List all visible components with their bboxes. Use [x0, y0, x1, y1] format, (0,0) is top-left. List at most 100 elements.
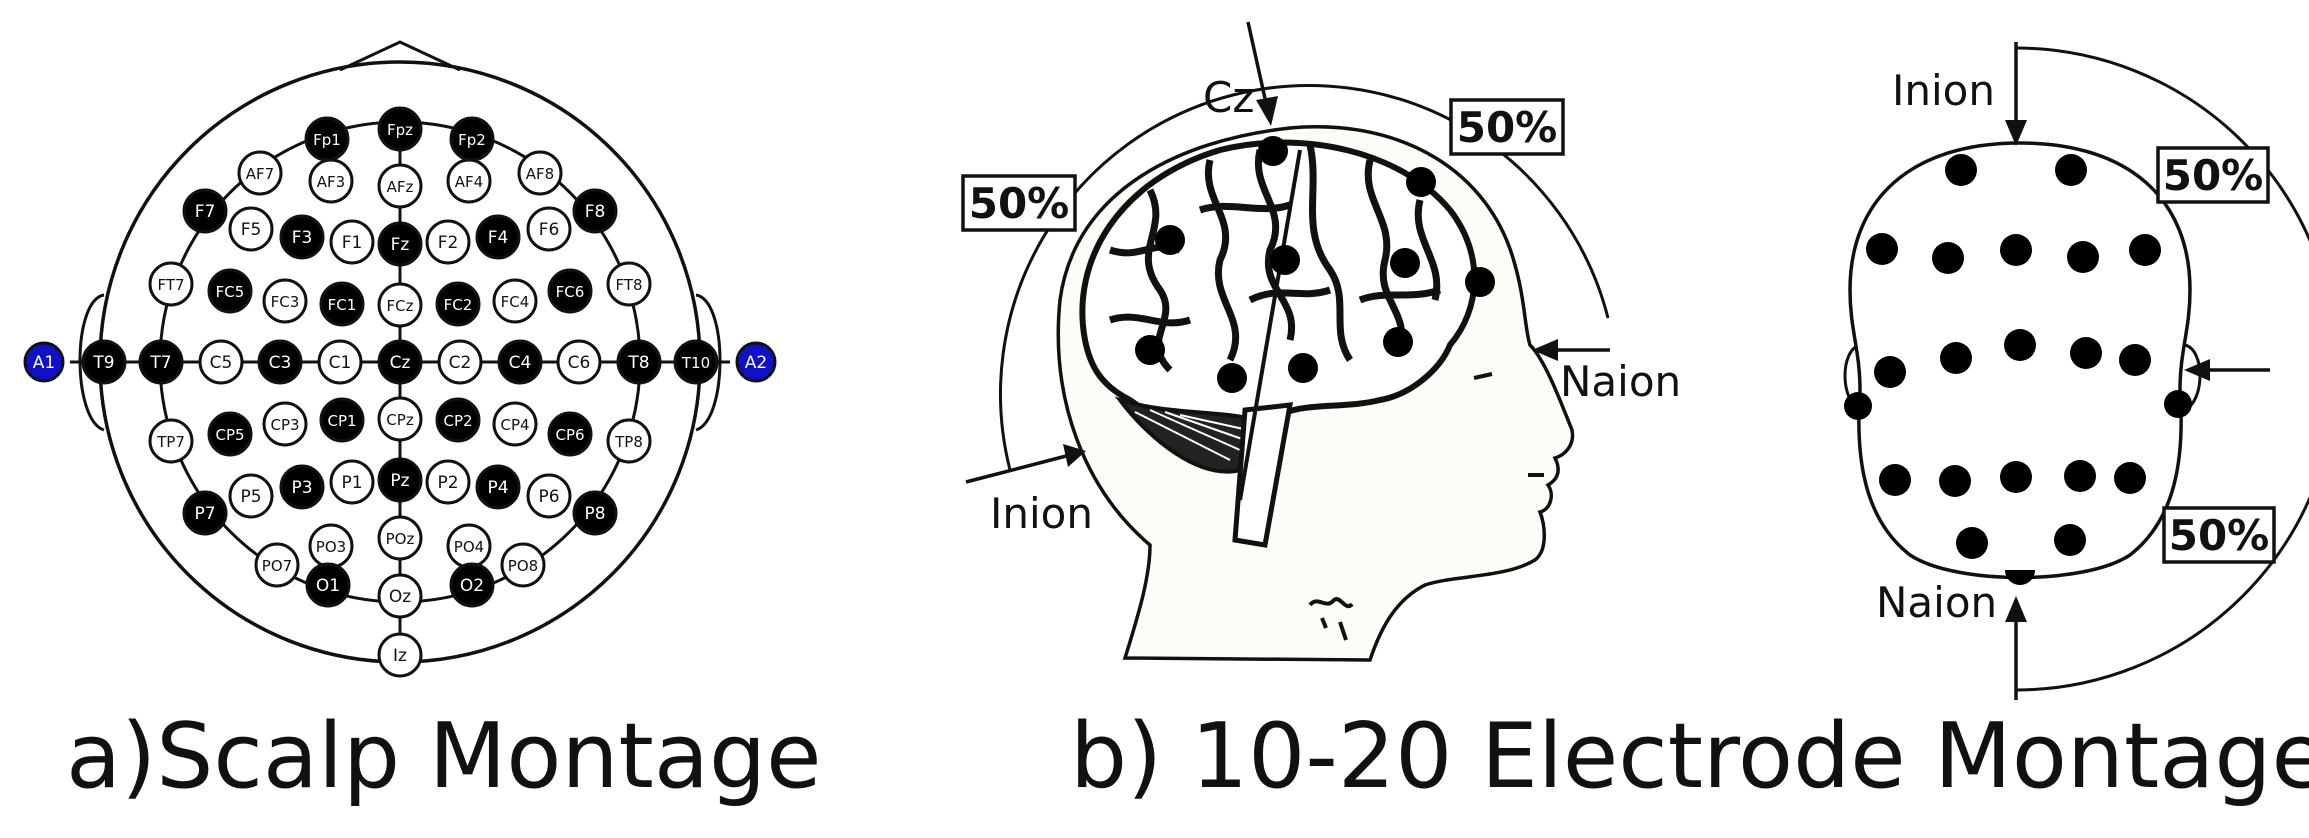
- electrode-p6: P6: [526, 473, 572, 519]
- electrode-marker: [492, 401, 538, 447]
- electrode-marker: [254, 542, 300, 588]
- percent-box-lower: [2162, 506, 2276, 564]
- side-electrode: [1270, 245, 1300, 275]
- electrode-label: FC5: [216, 283, 245, 301]
- electrode-marker: [435, 397, 481, 443]
- electrode-p7: P7: [182, 490, 228, 536]
- top-electrode: [2064, 460, 2096, 492]
- caption-scalp-montage: a)Scalp Montage: [66, 704, 822, 809]
- electrode-pz: Pz: [377, 457, 423, 503]
- electrode-label: CP5: [215, 426, 244, 444]
- electrode-marker: [547, 268, 593, 314]
- cz-arrow-head: [1256, 96, 1278, 126]
- top-inion-arrow-head: [2005, 120, 2027, 146]
- electrode-label: FC4: [501, 293, 530, 311]
- electrode-label: POz: [386, 530, 415, 548]
- electrode-marker: [526, 473, 572, 519]
- electrode-label: P3: [291, 478, 312, 498]
- top-electrode: [2005, 570, 2035, 585]
- nose-triangle: [339, 40, 461, 72]
- top-electrode: [1879, 464, 1911, 496]
- electrode-marker: [182, 188, 228, 234]
- electrode-marker: [279, 464, 325, 510]
- side-electrode: [1406, 167, 1436, 197]
- electrode-marker: [279, 214, 325, 260]
- electrode-po3: PO3: [308, 523, 354, 569]
- electrode-label: T8: [627, 353, 649, 373]
- electrode-marker: [182, 490, 228, 536]
- electrode-marker: [606, 261, 652, 307]
- electrode-marker: [377, 221, 423, 267]
- electrode-marker: [377, 282, 423, 328]
- electrode-label: TP7: [156, 433, 185, 451]
- side-view-diagram: [961, 21, 1610, 662]
- electrode-marker: [228, 473, 274, 519]
- percent-lower-label: 50%: [2169, 511, 2270, 560]
- side-electrode: [1383, 327, 1413, 357]
- electrode-marker: [148, 418, 194, 464]
- electrode-marker: [377, 457, 423, 503]
- electrode-f4: F4: [475, 214, 521, 260]
- electrode-marker: [308, 158, 354, 204]
- electrode-marker: [435, 281, 481, 327]
- electrode-po4: PO4: [446, 523, 492, 569]
- electrode-iz: Iz: [377, 632, 423, 678]
- electrode-a2: A2: [735, 341, 777, 383]
- electrode-afz: AFz: [377, 163, 423, 209]
- electrode-cp2: CP2: [435, 397, 481, 443]
- top-electrode: [1956, 527, 1988, 559]
- electrode-tp7: TP7: [148, 418, 194, 464]
- top-side-arrow-head: [2184, 359, 2210, 381]
- electrode-p5: P5: [228, 473, 274, 519]
- electrode-fc6: FC6: [547, 268, 593, 314]
- electrode-label: FT7: [157, 276, 184, 294]
- electrode-o1: O1: [305, 562, 351, 608]
- naion-arrow-head: [1532, 339, 1558, 361]
- electrode-marker: [262, 278, 308, 324]
- electrode-label: Fz: [391, 235, 410, 255]
- electrode-label: CP2: [443, 412, 472, 430]
- electrode-p4: P4: [475, 464, 521, 510]
- electrode-label: C5: [210, 353, 233, 373]
- electrode-label: O1: [316, 576, 340, 596]
- inion-label-side: Inion: [990, 489, 1093, 538]
- side-electrode: [1135, 335, 1165, 365]
- central-line: [1238, 149, 1302, 501]
- electrode-label: P4: [487, 478, 508, 498]
- electrode-fc1: FC1: [319, 281, 365, 327]
- electrode-marker: [735, 341, 777, 383]
- electrode-label: FT8: [615, 276, 642, 294]
- side-electrode: [1155, 225, 1185, 255]
- electrode-label: C4: [509, 353, 532, 373]
- electrode-marker: [207, 411, 253, 457]
- electrode-marker: [606, 418, 652, 464]
- electrode-label: PO8: [508, 557, 538, 575]
- electrode-label: F3: [292, 228, 313, 248]
- side-electrode: [1258, 136, 1288, 166]
- top-naion-arrow-head: [2005, 596, 2027, 622]
- electrode-marker: [446, 158, 492, 204]
- electrode-cz: Cz: [377, 339, 423, 385]
- cerebellum-folia: [1134, 409, 1249, 461]
- electrode-marker: [198, 339, 244, 385]
- inion-arrow-shaft: [965, 453, 1071, 484]
- electrode-label: P2: [437, 473, 458, 493]
- percent-upper-label: 50%: [2163, 151, 2264, 200]
- electrode-label: AFz: [387, 178, 414, 196]
- percent-box-left: [961, 174, 1077, 232]
- electrode-marker: [572, 490, 618, 536]
- electrode-f8: F8: [572, 188, 618, 234]
- electrode-fp2: Fp2: [449, 116, 495, 162]
- electrode-ft8: FT8: [606, 261, 652, 307]
- jaw-detail: [1308, 597, 1354, 641]
- electrode-fc5: FC5: [207, 268, 253, 314]
- electrode-f2: F2: [425, 219, 471, 265]
- electrode-f7: F7: [182, 188, 228, 234]
- electrode-marker: [377, 163, 423, 209]
- electrode-label: Pz: [390, 471, 409, 491]
- side-view-labels: Cz Naion Inion 50% 50%: [969, 73, 1681, 538]
- top-electrode: [2067, 241, 2099, 273]
- electrode-marker: [475, 464, 521, 510]
- electrode-cp1: CP1: [319, 397, 365, 443]
- side-electrode: [1465, 267, 1495, 297]
